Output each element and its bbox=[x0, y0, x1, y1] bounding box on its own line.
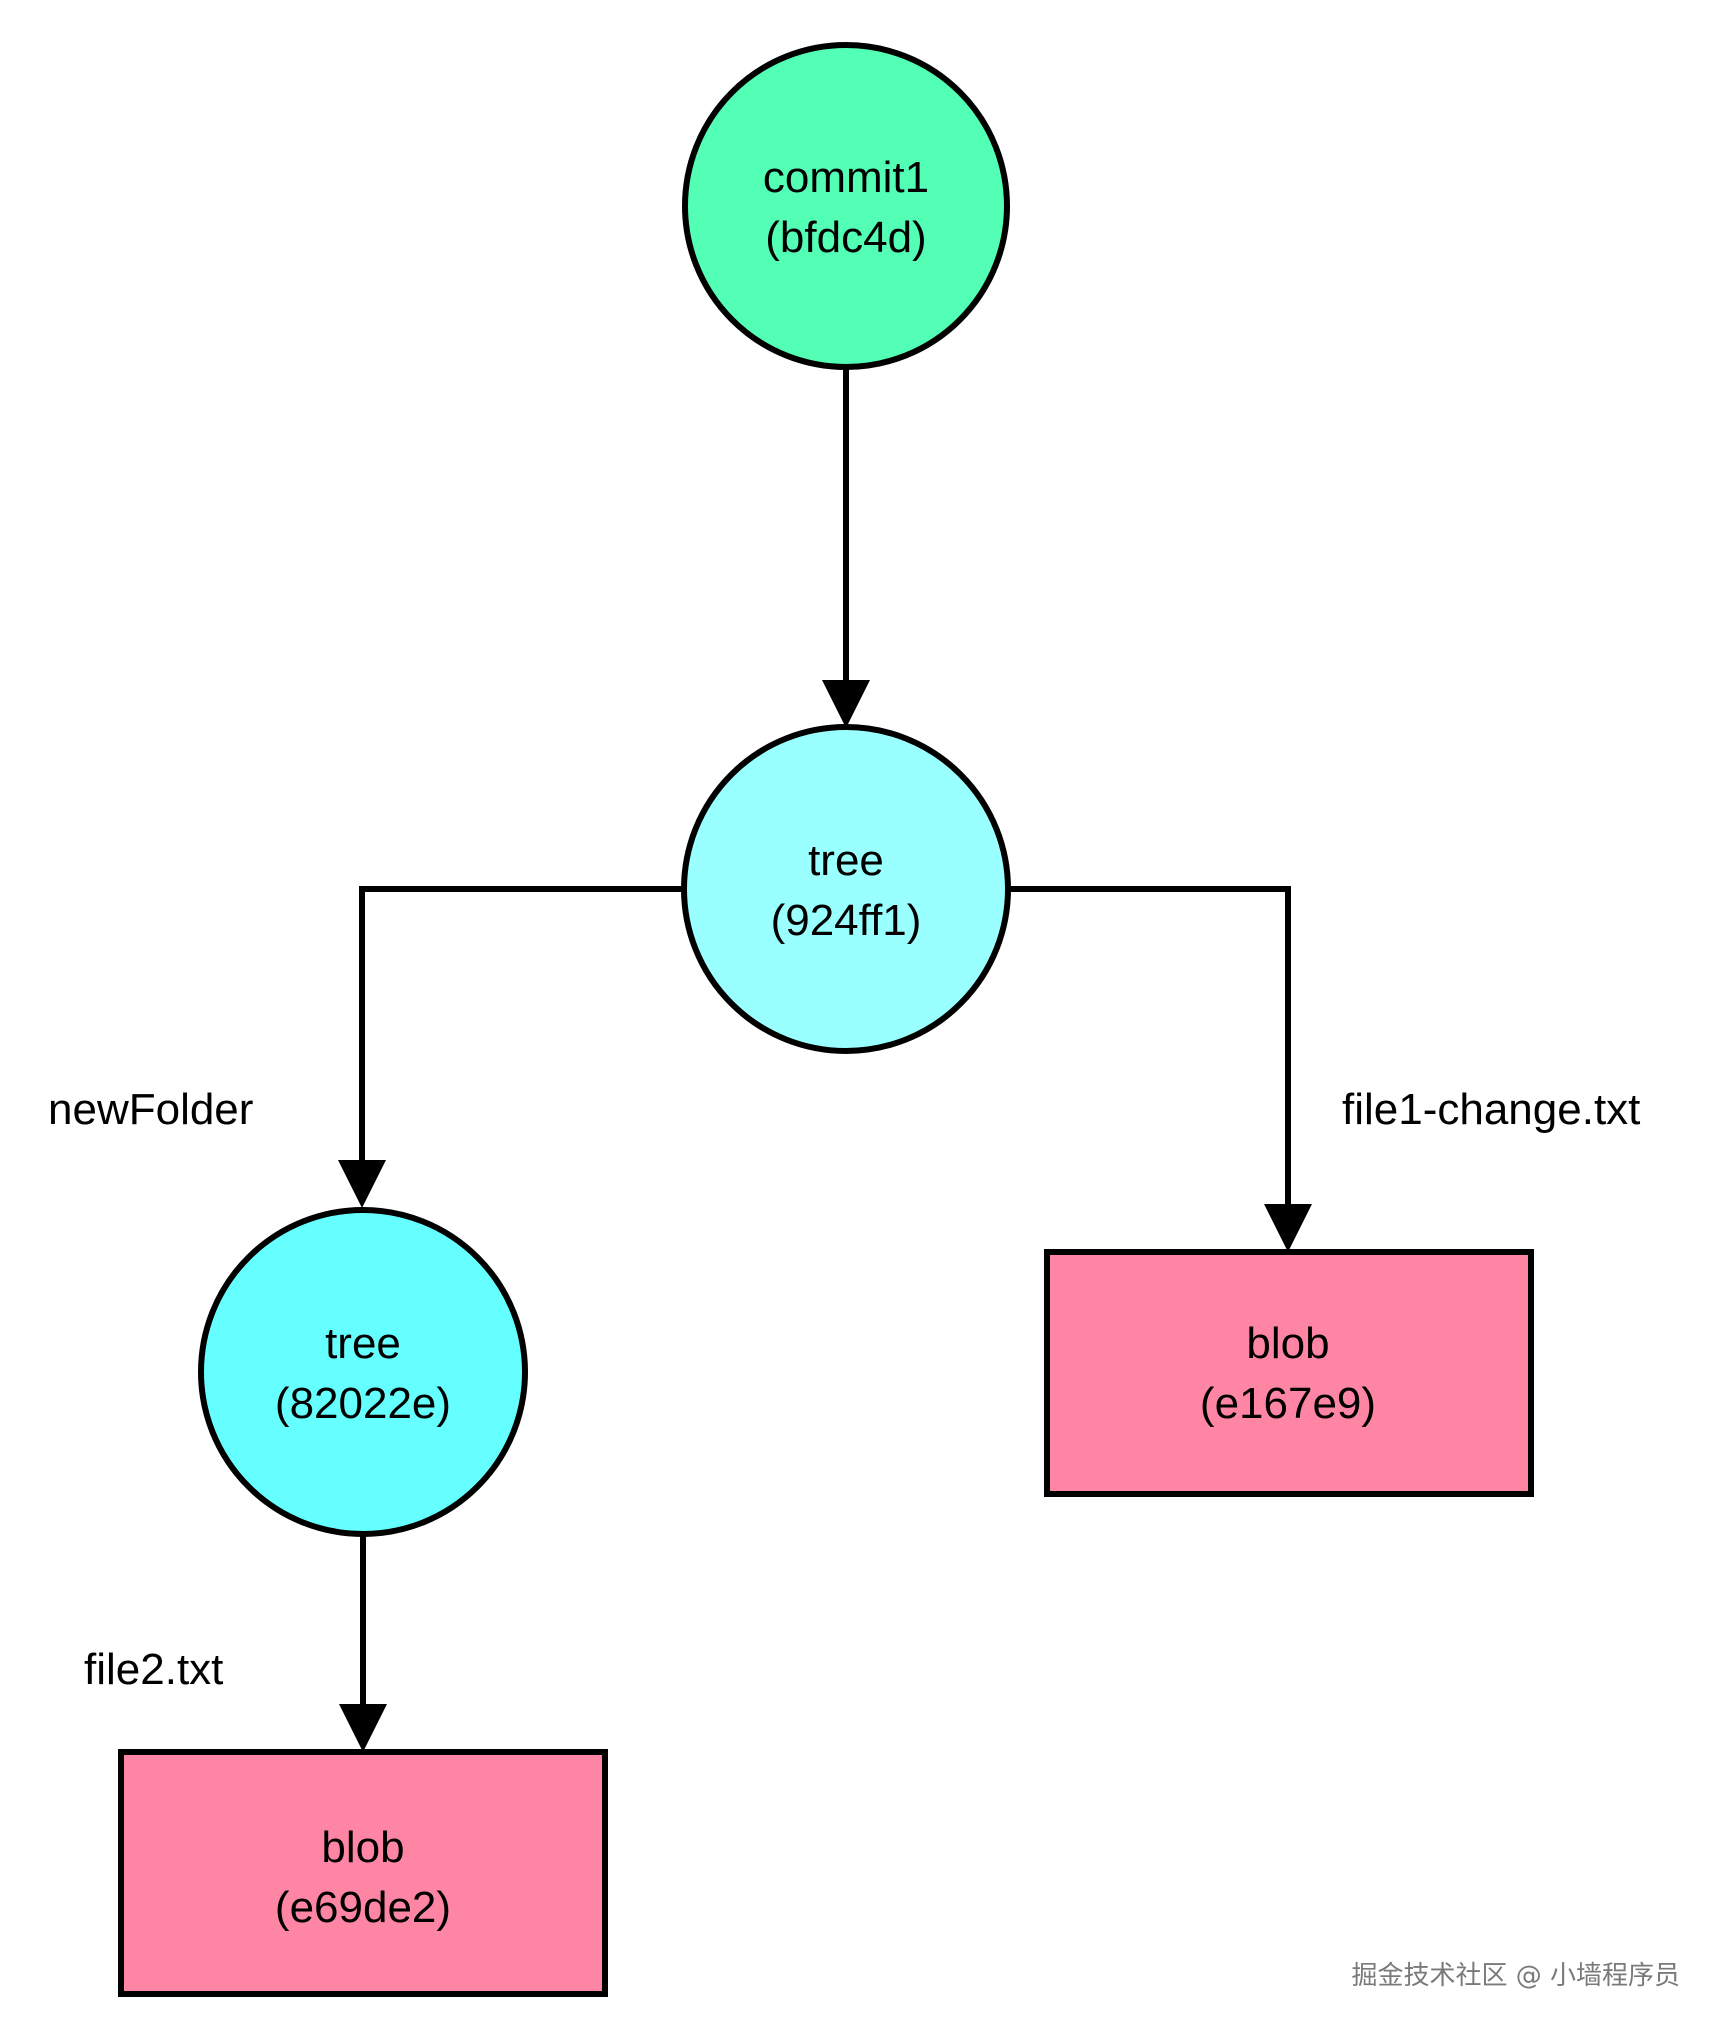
edges bbox=[338, 368, 1312, 1752]
edge-tree-to-newfolder bbox=[359, 886, 681, 1166]
root-tree-name: tree bbox=[808, 836, 884, 885]
sub-tree-name: tree bbox=[325, 1319, 401, 1368]
blob-file2-rect bbox=[118, 1749, 608, 1997]
sub-tree-circle bbox=[198, 1207, 528, 1537]
commit-node[interactable]: commit1 (bfdc4d) bbox=[682, 42, 1010, 370]
blob-file2-name: blob bbox=[321, 1823, 404, 1872]
blob-file2-hash: (e69de2) bbox=[275, 1883, 451, 1932]
edge-tree-to-change bbox=[1010, 886, 1291, 1206]
blob-change-node[interactable]: blob (e167e9) bbox=[1044, 1249, 1534, 1497]
blob-file2-node[interactable]: blob (e69de2) bbox=[118, 1749, 608, 1997]
commit-name: commit1 bbox=[763, 153, 929, 202]
arrowhead-tree-to-change bbox=[1264, 1204, 1312, 1252]
edge-label-newfolder: newFolder bbox=[48, 1085, 253, 1134]
blob-change-hash: (e167e9) bbox=[1200, 1379, 1376, 1428]
commit-hash: (bfdc4d) bbox=[765, 213, 926, 262]
watermark-text: 掘金技术社区 @ 小墙程序员 bbox=[1351, 1961, 1680, 1991]
arrowhead-tree-to-newfolder bbox=[338, 1160, 386, 1208]
arrowhead-commit-to-tree bbox=[822, 680, 870, 728]
root-tree-node[interactable]: tree (924ff1) bbox=[681, 724, 1011, 1054]
blob-change-rect bbox=[1044, 1249, 1534, 1497]
root-tree-hash: (924ff1) bbox=[771, 896, 922, 945]
edge-label-file1-change: file1-change.txt bbox=[1342, 1085, 1640, 1134]
commit-circle bbox=[682, 42, 1010, 370]
sub-tree-hash: (82022e) bbox=[275, 1379, 451, 1428]
sub-tree-node[interactable]: tree (82022e) bbox=[198, 1207, 528, 1537]
edge-label-file2: file2.txt bbox=[84, 1645, 223, 1694]
arrowhead-subtree-to-file2 bbox=[339, 1704, 387, 1752]
blob-change-name: blob bbox=[1246, 1319, 1329, 1368]
root-tree-circle bbox=[681, 724, 1011, 1054]
